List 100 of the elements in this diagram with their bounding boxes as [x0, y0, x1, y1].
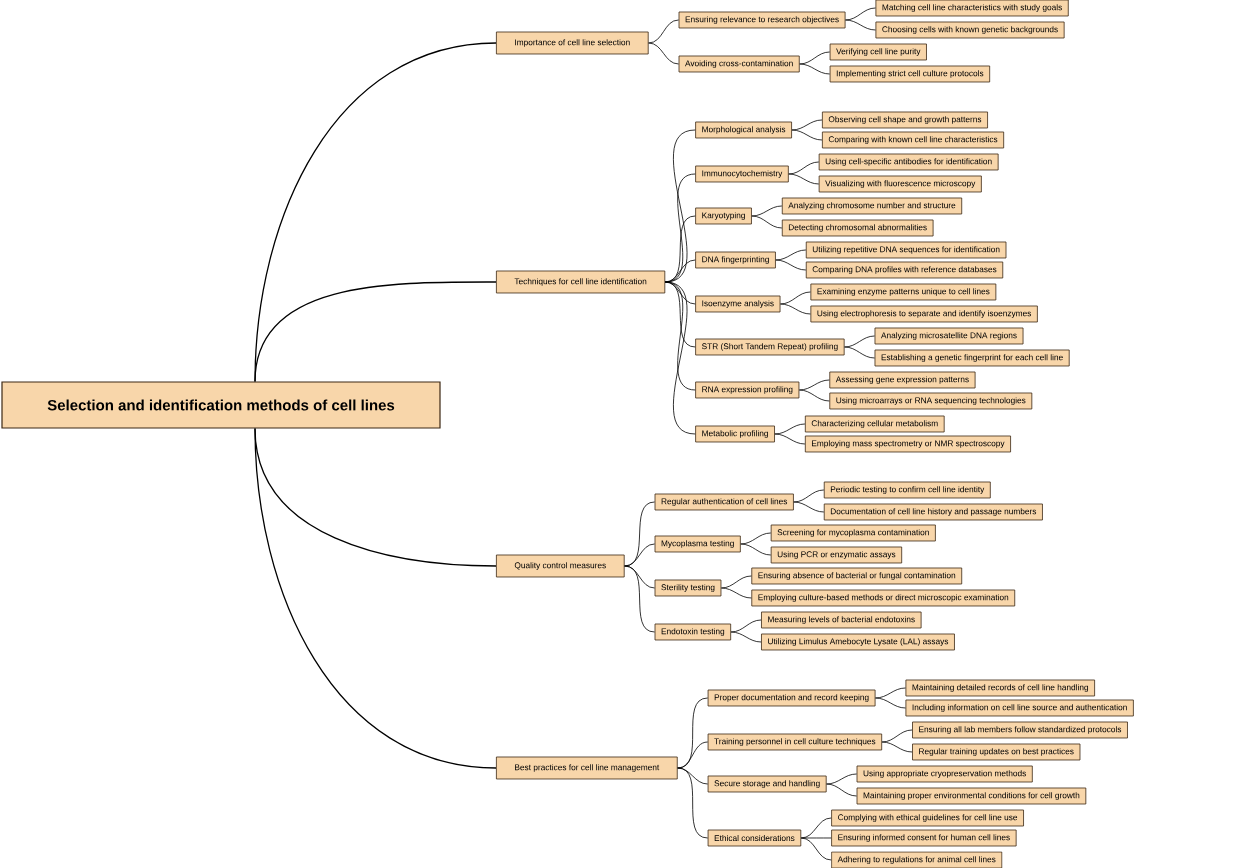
topic-box: Employing culture-based methods or direct microscopic examination [751, 589, 1016, 607]
connector-curve [845, 7, 876, 21]
connector-curve [648, 42, 679, 65]
topic-box: Detecting chromosomal abnormalities [781, 219, 934, 237]
connector-curve [881, 729, 913, 743]
topic-box: Training personnel in cell culture techniques [707, 733, 883, 751]
topic-box: Screening for mycoplasma contamination [770, 524, 936, 542]
connector-curve [788, 173, 820, 185]
connector-curve [875, 697, 906, 709]
connector-curve [648, 19, 679, 44]
topic-box: Using electrophoresis to separate and identify isoenzymes [810, 305, 1038, 323]
connector-curve [624, 565, 655, 633]
connector-curve [844, 335, 875, 348]
connector-curve [798, 379, 830, 391]
topic-box: Employing mass spectrometry or NMR spectroscopy [804, 435, 1011, 453]
connector-curve [774, 423, 806, 435]
central-topic-box: Selection and identification methods of cell lines [1, 381, 441, 429]
topic-box: Regular training updates on best practices [912, 743, 1081, 761]
topic-box: Establishing a genetic fingerprint for each cell line [874, 349, 1070, 367]
branch-box: Quality control measures [496, 554, 625, 578]
topic-box: Ensuring informed consent for human cell lines [831, 829, 1017, 847]
topic-box: Using microarrays or RNA sequencing technologies [829, 392, 1033, 410]
topic-box: Mycoplasma testing [654, 535, 741, 553]
topic-box: Visualizing with fluorescence microscopy [818, 175, 982, 193]
topic-box: Ensuring all lab members follow standardized protocols [912, 721, 1128, 739]
connector-curve [793, 489, 825, 503]
connector-curve [740, 543, 772, 556]
connector-curve [844, 346, 875, 359]
connector-curve [881, 741, 913, 753]
topic-box: Isoenzyme analysis [695, 295, 781, 313]
connector-curve [845, 19, 876, 31]
topic-box: Examining enzyme patterns unique to cell lines [810, 283, 997, 301]
topic-box: Maintaining detailed records of cell line handling [905, 679, 1095, 697]
topic-box: Using appropriate cryopreservation methods [856, 765, 1033, 783]
topic-box: Sterility testing [654, 579, 722, 597]
topic-box: STR (Short Tandem Repeat) profiling [695, 338, 845, 356]
connector-curve [775, 249, 807, 261]
branch-box: Techniques for cell line identification [496, 270, 666, 294]
connector-curve [677, 741, 709, 769]
topic-box: Comparing with known cell line characteristics [822, 131, 1005, 149]
connector-curve [721, 587, 752, 599]
topic-box: Choosing cells with known genetic backgrounds [875, 21, 1065, 39]
connector-curve [751, 215, 783, 229]
topic-box: Endotoxin testing [654, 623, 732, 641]
topic-box: Maintaining proper environmental conditions for cell growth [856, 787, 1087, 805]
topic-box: Adhering to regulations for animal cell lines [831, 851, 1003, 868]
topic-box: Comparing DNA profiles with reference databases [805, 261, 1004, 279]
connector-curve [775, 259, 807, 271]
connector-curve [664, 281, 696, 435]
topic-box: Including information on cell line source and authentication [905, 699, 1134, 717]
topic-box: Complying with ethical guidelines for cell line use [831, 809, 1024, 827]
connector-curve [664, 259, 696, 283]
connector-curve [875, 687, 906, 699]
connector-curve [826, 773, 857, 785]
connector-curve [799, 51, 831, 65]
connector-curve [730, 619, 762, 633]
topic-box: Metabolic profiling [695, 425, 775, 443]
connector-curve [800, 837, 832, 861]
topic-box: Regular authentication of cell lines [654, 493, 794, 511]
topic-box: Using cell-specific antibodies for identification [818, 153, 999, 171]
topic-box: Observing cell shape and growth patterns [822, 111, 988, 129]
topic-box: Analyzing microsatellite DNA regions [874, 327, 1024, 345]
topic-box: Characterizing cellular metabolism [804, 415, 945, 433]
topic-box: Ensuring relevance to research objectives [678, 11, 846, 29]
connector-curve [800, 837, 832, 839]
connector-curve [780, 291, 811, 305]
topic-box: Documentation of cell line history and passage numbers [823, 503, 1043, 521]
connector-curve [791, 119, 823, 131]
topic-box: Ensuring absence of bacterial or fungal contamination [751, 567, 963, 585]
topic-box: Matching cell line characteristics with study goals [875, 0, 1069, 17]
connector-curve [254, 427, 497, 769]
topic-box: Analyzing chromosome number and structure [781, 197, 963, 215]
topic-box: Periodic testing to confirm cell line identity [823, 481, 991, 499]
connector-curve [780, 303, 811, 315]
branch-box: Importance of cell line selection [496, 31, 649, 55]
topic-box: Immunocytochemistry [695, 165, 789, 183]
connector-curve [740, 532, 772, 545]
connector-curve [798, 389, 830, 402]
topic-box: DNA fingerprinting [695, 251, 776, 269]
topic-box: Assessing gene expression patterns [829, 371, 976, 389]
topic-box: Utilizing Limulus Amebocyte Lysate (LAL) assays [761, 633, 955, 651]
topic-box: Using PCR or enzymatic assays [770, 546, 903, 564]
topic-box: Measuring levels of bacterial endotoxins [761, 611, 922, 629]
connector-curve [677, 767, 709, 839]
topic-box: Proper documentation and record keeping [707, 689, 876, 707]
topic-box: Karyotyping [695, 207, 752, 225]
topic-box: Avoiding cross-contamination [678, 55, 800, 73]
connector-curve [799, 63, 831, 75]
topic-box: Verifying cell line purity [829, 43, 927, 61]
connector-curve [624, 543, 655, 567]
connector-curve [751, 205, 783, 217]
topic-box: Implementing strict cell culture protocols [829, 65, 991, 83]
topic-box: RNA expression profiling [695, 381, 800, 399]
topic-box: Ethical considerations [707, 829, 802, 847]
topic-box: Utilizing repetitive DNA sequences for identification [805, 241, 1007, 259]
connector-curve [721, 575, 752, 589]
connector-curve [774, 433, 806, 445]
topic-box: Secure storage and handling [707, 775, 827, 793]
branch-box: Best practices for cell line management [496, 756, 678, 780]
connector-curve [791, 129, 823, 141]
